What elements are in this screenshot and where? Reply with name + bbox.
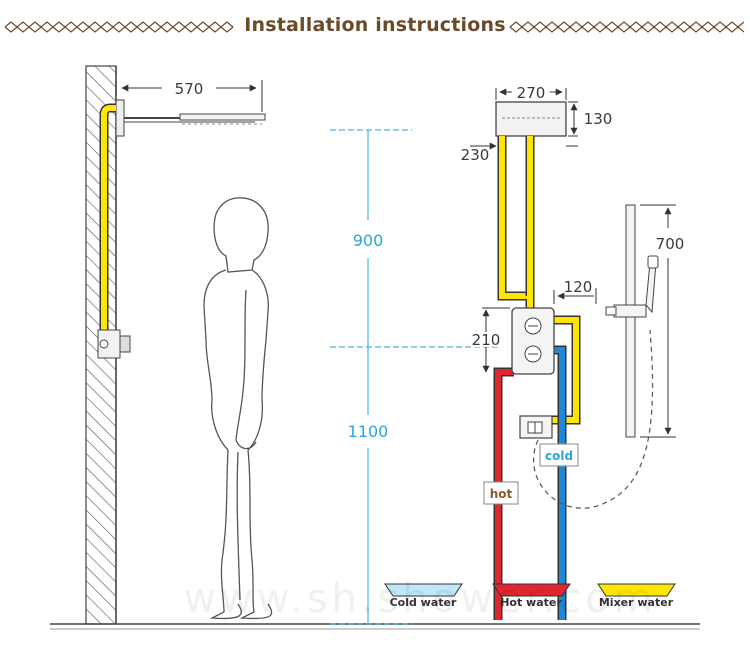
hot-tag: hot — [483, 481, 519, 505]
title-ornament-right — [509, 21, 745, 33]
overhead-shower-side — [115, 99, 266, 137]
shower-hose — [532, 329, 654, 509]
overhead-shower-front — [495, 101, 567, 137]
legend-mixer: Mixer water — [597, 583, 676, 609]
watermark: www.sh.shower.com — [184, 576, 657, 622]
dim-230-label: 230 — [461, 146, 490, 164]
cold-tag-label: cold — [545, 449, 573, 463]
thermostatic-valve — [511, 307, 555, 375]
legend-hot-label: Hot water — [500, 596, 562, 609]
slide-bar — [605, 204, 659, 438]
dim-570-label: 570 — [175, 80, 204, 98]
legend-cold-label: Cold water — [390, 596, 457, 609]
dim-1100-label: 1100 — [348, 422, 389, 441]
dim-700-label: 700 — [656, 235, 685, 253]
dimension-130: 130 — [568, 101, 613, 137]
mixer-pipes — [497, 136, 581, 425]
dimension-270: 270 — [495, 84, 567, 102]
dim-130-label: 130 — [584, 110, 613, 128]
legend-mixer-label: Mixer water — [599, 596, 674, 609]
height-markers — [330, 129, 500, 625]
legend: Cold water Hot water Mixer water — [384, 583, 676, 609]
human-figure — [203, 197, 273, 620]
cold-pipe — [552, 345, 567, 620]
legend-hot: Hot water — [492, 583, 571, 609]
legend-cold: Cold water — [384, 583, 463, 609]
outlet-connector — [519, 415, 553, 439]
dimension-570: 570 — [115, 80, 263, 112]
page-title: Installation instructions — [244, 14, 506, 36]
dim-120-label: 120 — [564, 278, 593, 296]
side-valve — [97, 329, 131, 359]
floor — [50, 623, 700, 630]
cold-tag: cold — [539, 443, 579, 467]
dim-270-label: 270 — [517, 84, 546, 102]
hot-pipe — [493, 367, 514, 620]
dim-210-label: 210 — [472, 331, 501, 349]
dim-900-label: 900 — [353, 231, 384, 250]
dimension-230: 230 — [461, 142, 578, 164]
hot-tag-label: hot — [490, 487, 513, 501]
side-mixer-pipe — [99, 103, 116, 330]
title-ornament-left — [4, 21, 234, 33]
dimension-210: 210 — [470, 307, 510, 373]
dimension-700: 700 — [640, 204, 685, 438]
dimension-120: 120 — [553, 278, 597, 304]
